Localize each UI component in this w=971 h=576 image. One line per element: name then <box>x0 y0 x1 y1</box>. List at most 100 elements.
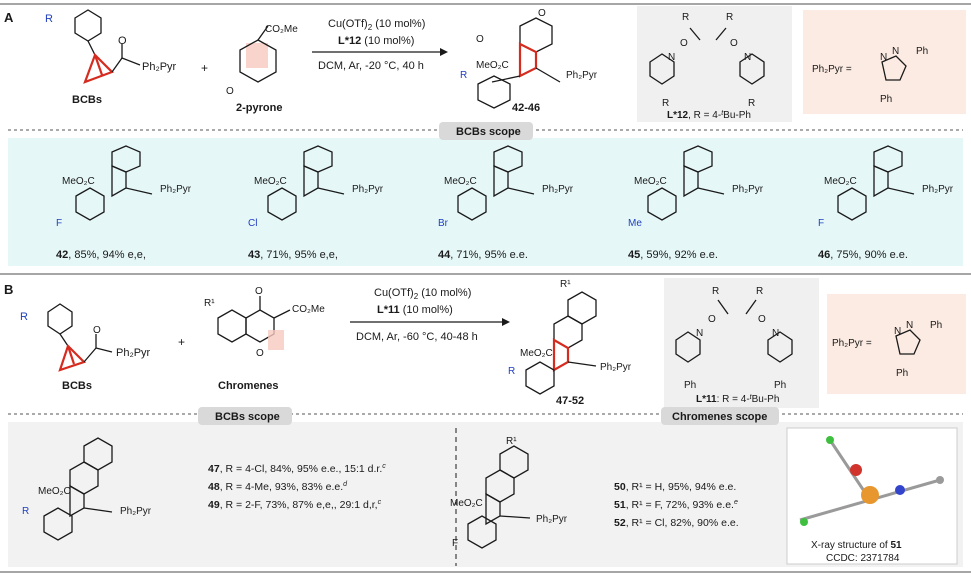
svg-text:N: N <box>696 328 703 339</box>
svg-text:Cu(OTf)2 (10 mol%): Cu(OTf)2 (10 mol%) <box>374 287 471 301</box>
svg-text:DCM, Ar, -60 °C, 40-48 h: DCM, Ar, -60 °C, 40-48 h <box>356 331 478 343</box>
svg-text:Ph₂Pyr =: Ph₂Pyr = <box>812 64 852 75</box>
svg-text:Ph₂Pyr: Ph₂Pyr <box>600 362 632 373</box>
pyr-definition-a: Ph₂Pyr = N N Ph Ph <box>812 46 928 105</box>
svg-text:R: R <box>712 286 719 297</box>
pyrone-reactant: CO₂Me O <box>226 24 298 97</box>
bcb-caption-a: BCBs <box>72 94 102 106</box>
bcb-caption-b: BCBs <box>62 380 92 392</box>
svg-text:Ph: Ph <box>916 46 928 57</box>
scope-title-box-a <box>439 122 533 140</box>
xray-caption: X-ray structure of 51 <box>811 540 902 551</box>
ligand-box-a <box>637 6 792 122</box>
svg-text:R: R <box>460 70 467 81</box>
scope-b-left-items: 47, R = 4-Cl, 84%, 95% e.e., 15:1 d.r.c4… <box>208 463 386 511</box>
svg-text:R¹: R¹ <box>560 279 571 290</box>
svg-text:Ph: Ph <box>880 94 892 105</box>
svg-text:N: N <box>772 328 779 339</box>
product-b: R¹ MeO₂C Ph₂Pyr R <box>508 279 632 395</box>
svg-text:N: N <box>668 52 675 63</box>
svg-text:O: O <box>256 348 264 359</box>
ligand-caption-a: L*12, R = 4-tBu-Ph <box>667 110 751 121</box>
meo2c-label: MeO₂C <box>254 176 287 187</box>
plus-a: + <box>201 61 208 75</box>
svg-text:R: R <box>682 12 689 23</box>
scope-a-caption-43: 43, 71%, 95% e,e, <box>248 249 338 261</box>
substituent-label: Cl <box>248 218 257 229</box>
scope-title-box-b-right <box>661 407 779 425</box>
svg-text:Ph₂Pyr: Ph₂Pyr <box>536 514 568 525</box>
scope-a-caption-42: 42, 85%, 94% e,e, <box>56 249 146 261</box>
svg-text:O: O <box>538 8 546 19</box>
svg-text:DCM, Ar, -20 °C, 40 h: DCM, Ar, -20 °C, 40 h <box>318 60 424 72</box>
chromene-caption: Chromenes <box>218 380 279 392</box>
ph2pyr-label: Ph₂Pyr <box>922 184 954 195</box>
svg-text:N: N <box>880 52 887 63</box>
svg-text:R: R <box>20 311 28 323</box>
bcb-reactant-b: O Ph₂Pyr R <box>20 303 151 372</box>
pyrone-caption: 2-pyrone <box>236 102 282 114</box>
ligand-box-b <box>664 278 819 408</box>
substituent-label: F <box>818 218 824 229</box>
scope-b-left-entry-49: 49, R = 2-F, 73%, 87% e,e,, 29:1 d,r,c <box>208 499 382 511</box>
svg-text:O: O <box>93 325 101 336</box>
ccdc-number: CCDC: 2371784 <box>826 553 900 564</box>
ligand-caption-b: L*11: R = 4-tBu-Ph <box>696 394 779 405</box>
scope-b-right-entry-51: 51, R¹ = F, 72%, 93% e.e.e <box>614 499 738 511</box>
svg-text:N: N <box>906 320 913 331</box>
substituent-label: Br <box>438 218 449 229</box>
product-label-a: 42-46 <box>512 102 540 114</box>
scope-b-left-entry-48: 48, R = 4-Me, 93%, 83% e.e.d <box>208 481 348 493</box>
scope-b-right-entry-52: 52, R¹ = Cl, 82%, 90% e.e. <box>614 517 739 529</box>
svg-text:MeO₂C: MeO₂C <box>450 498 483 509</box>
svg-text:L*12 (10 mol%): L*12 (10 mol%) <box>338 35 414 47</box>
scope-a-caption-45: 45, 59%, 92% e.e. <box>628 249 718 261</box>
svg-text:Ph: Ph <box>930 320 942 331</box>
pyr-definition-b: Ph₂Pyr = N N Ph Ph <box>832 320 942 379</box>
svg-text:O: O <box>118 35 127 47</box>
scope-title-box-b-left <box>198 407 292 425</box>
svg-text:Cu(OTf)2 (10 mol%): Cu(OTf)2 (10 mol%) <box>328 18 425 32</box>
svg-text:L*11 (10 mol%): L*11 (10 mol%) <box>377 304 453 316</box>
svg-text:N: N <box>892 46 899 57</box>
svg-text:Ph₂Pyr: Ph₂Pyr <box>116 347 151 359</box>
svg-text:R¹: R¹ <box>506 436 517 447</box>
xray-structure-image <box>799 436 944 526</box>
svg-text:O: O <box>476 34 484 45</box>
conditions-b: Cu(OTf)2 (10 mol%) L*11 (10 mol%) DCM, A… <box>350 287 510 343</box>
plus-b: + <box>178 335 185 349</box>
meo2c-label: MeO₂C <box>634 176 667 187</box>
scope-b-right-items: 50, R¹ = H, 95%, 94% e.e.51, R¹ = F, 72%… <box>614 481 739 529</box>
panel-a-label: A <box>4 10 14 25</box>
svg-text:R: R <box>756 286 763 297</box>
svg-text:O: O <box>758 314 766 325</box>
scope-a-caption-44: 44, 71%, 95% e.e. <box>438 249 528 261</box>
svg-text:O: O <box>226 86 234 97</box>
svg-text:R¹: R¹ <box>204 298 215 309</box>
scope-b-right-structure: R¹ MeO₂C Ph₂Pyr F <box>450 436 568 549</box>
ph2pyr-label: Ph₂Pyr <box>160 184 192 195</box>
scope-a-caption-46: 46, 75%, 90% e.e. <box>818 249 908 261</box>
product-label-b: 47-52 <box>556 395 584 407</box>
ph2pyr-label: Ph₂Pyr <box>542 184 574 195</box>
svg-text:CO₂Me: CO₂Me <box>265 24 298 35</box>
svg-text:O: O <box>680 38 688 49</box>
svg-text:Ph₂Pyr =: Ph₂Pyr = <box>832 338 872 349</box>
svg-text:MeO₂C: MeO₂C <box>520 348 553 359</box>
svg-text:O: O <box>708 314 716 325</box>
svg-text:R: R <box>508 366 515 377</box>
scope-title-b-right: Chromenes scope <box>672 411 767 423</box>
meo2c-label: MeO₂C <box>62 176 95 187</box>
scope-title-a: BCBs scope <box>456 126 521 138</box>
meo2c-label: MeO₂C <box>824 176 857 187</box>
scope-title-b-left: BCBs scope <box>215 411 280 423</box>
pyr-box-b <box>827 294 966 394</box>
svg-text:Ph: Ph <box>684 380 696 391</box>
ligand-l12: R R O N O N R R <box>649 12 765 109</box>
svg-text:R: R <box>726 12 733 23</box>
